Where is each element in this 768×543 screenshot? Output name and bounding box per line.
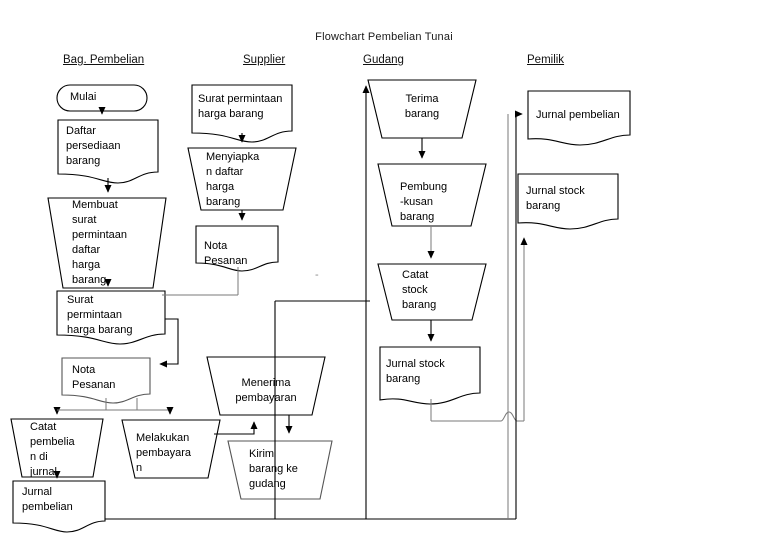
lane-header-supplier: Supplier	[243, 54, 286, 66]
node-catat-stock[interactable]	[377, 263, 487, 321]
conn-hop-over	[500, 411, 518, 422]
conn-pemilik-riser-main	[514, 110, 523, 519]
node-daftar-persediaan[interactable]	[57, 119, 159, 184]
node-jurnal-stock-gudang[interactable]	[379, 346, 481, 405]
node-jurnal-stock-pemilik[interactable]	[517, 173, 619, 230]
node-catat-pembelian[interactable]	[10, 418, 104, 478]
node-menerima-pembayaran[interactable]	[206, 356, 326, 416]
lane-header-bag-pembelian: Bag. Pembelian	[63, 54, 145, 66]
lane-header-pemilik: Pemilik	[527, 54, 565, 66]
node-menyiapkan-daftar[interactable]	[187, 147, 297, 211]
node-jurnal-pembelian-left[interactable]	[12, 480, 106, 533]
node-nota-pesanan-supplier[interactable]	[195, 225, 279, 272]
node-jurnal-pembelian-pemilik[interactable]	[527, 90, 631, 146]
node-melakukan-pembayaran[interactable]	[121, 419, 221, 479]
node-mulai[interactable]	[56, 84, 148, 112]
page-title: Flowchart Pembelian Tunai	[315, 31, 453, 43]
node-surat-permintaan-supplier[interactable]	[191, 84, 293, 143]
conn-melakukan-to-menerima	[214, 421, 258, 435]
node-kirim-barang[interactable]	[227, 440, 333, 500]
node-pembungkusan[interactable]	[377, 163, 487, 227]
node-nota-pesanan-left[interactable]	[61, 357, 151, 404]
node-membuat-surat[interactable]	[47, 197, 167, 289]
lane-header-gudang: Gudang	[363, 54, 404, 66]
node-terima-barang[interactable]	[367, 79, 477, 139]
node-surat-permintaan-harga[interactable]	[56, 290, 166, 345]
conn-surat-to-notapesanan	[159, 318, 179, 368]
